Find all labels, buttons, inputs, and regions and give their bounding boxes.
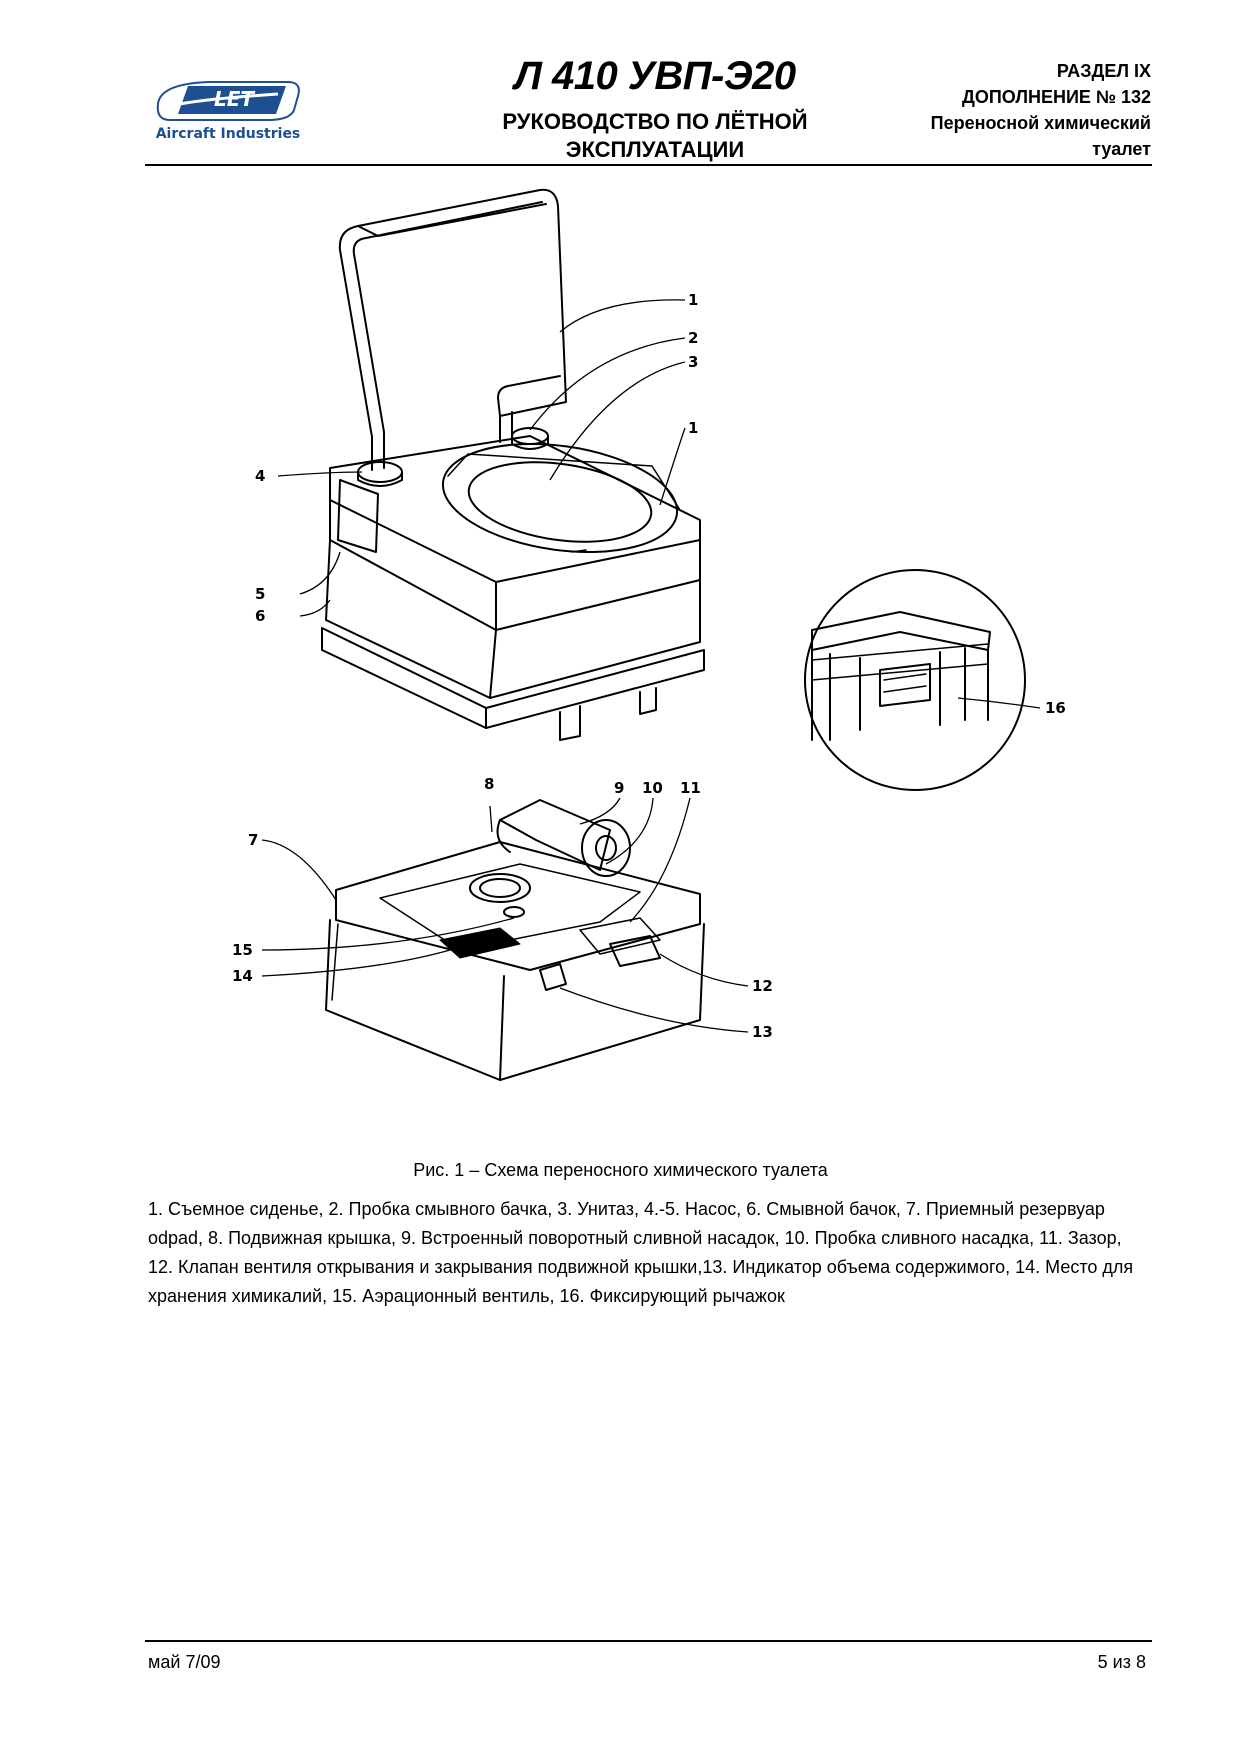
subject-line-1: Переносной химический [930, 113, 1151, 133]
logo-text: LET [214, 87, 255, 111]
logo-emblem-icon: LET [156, 81, 300, 121]
toilet-diagram: 1 2 3 1 4 5 6 16 8 9 10 11 7 15 14 12 13 [0, 180, 1241, 1140]
callout-12: 12 [752, 977, 773, 995]
figure-caption: Рис. 1 – Схема переносного химического т… [413, 1160, 828, 1180]
callout-4: 4 [255, 467, 266, 485]
document-code: Л 410 УВП-Э20 [514, 54, 796, 98]
section-info: РАЗДЕЛ IX ДОПОЛНЕНИЕ № 132 Переносной хи… [851, 58, 1151, 162]
callout-9: 9 [614, 779, 625, 797]
footer-rule [145, 1640, 1152, 1642]
callout-15: 15 [232, 941, 253, 959]
callout-14: 14 [232, 967, 253, 985]
logo-caption: Aircraft Industries [155, 126, 301, 142]
section-label: РАЗДЕЛ IX [1056, 61, 1151, 81]
company-logo: LET Aircraft Industries [148, 76, 308, 146]
callout-5: 5 [255, 585, 266, 603]
callout-7: 7 [248, 831, 259, 849]
callout-10: 10 [642, 779, 663, 797]
footer-date: май 7/09 [148, 1652, 221, 1672]
callout-2: 2 [688, 329, 699, 347]
callout-13: 13 [752, 1023, 773, 1041]
lower-unit-drawing [325, 799, 705, 1081]
callout-8: 8 [484, 775, 495, 793]
upper-unit-drawing [321, 188, 705, 741]
manual-title: РУКОВОДСТВО ПО ЛЁТНОЙ ЭКСПЛУАТАЦИИ [502, 109, 808, 162]
callout-16: 16 [1045, 699, 1066, 717]
subject-line-2: туалет [1092, 139, 1151, 159]
callout-1: 1 [688, 291, 699, 309]
toilet-drawing [321, 188, 1026, 1081]
callout-leaders [261, 299, 1041, 1033]
supplement-label: ДОПОЛНЕНИЕ № 132 [962, 87, 1151, 107]
callout-11: 11 [680, 779, 701, 797]
detail-lever-drawing [804, 569, 1026, 791]
figure-legend: 1. Съемное сиденье, 2. Пробка смывного б… [148, 1199, 1134, 1306]
footer-page-number: 5 из 8 [1097, 1652, 1146, 1672]
callout-6: 6 [255, 607, 266, 625]
callout-1b: 1 [688, 419, 699, 437]
header-rule [145, 164, 1152, 166]
callout-3: 3 [688, 353, 699, 371]
